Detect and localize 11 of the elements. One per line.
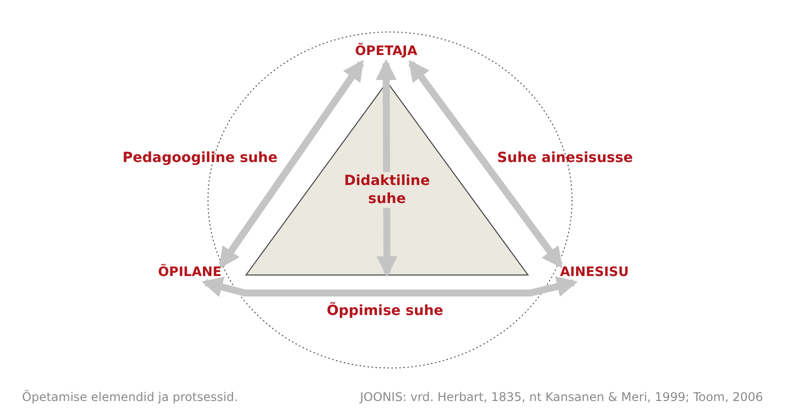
edge-label: Pedagoogiline suhe	[122, 149, 278, 167]
role-label: AINESISU	[560, 265, 629, 281]
caption: Õpetamise elemendid ja protsessid.	[22, 390, 238, 404]
double-arrow	[218, 60, 364, 268]
edge-label: Suhe ainesisusse	[496, 149, 634, 167]
role-label: ÕPILANE	[158, 265, 222, 281]
source-note: JOONIS: vrd. Herbart, 1835, nt Kansanen & Meri, 1999; Toom, 2006	[360, 390, 764, 404]
edge-label: Õppimise suhe	[326, 302, 444, 320]
double-arrow	[202, 276, 578, 298]
double-arrow	[408, 60, 563, 268]
role-label: ÕPETAJA	[355, 44, 418, 60]
